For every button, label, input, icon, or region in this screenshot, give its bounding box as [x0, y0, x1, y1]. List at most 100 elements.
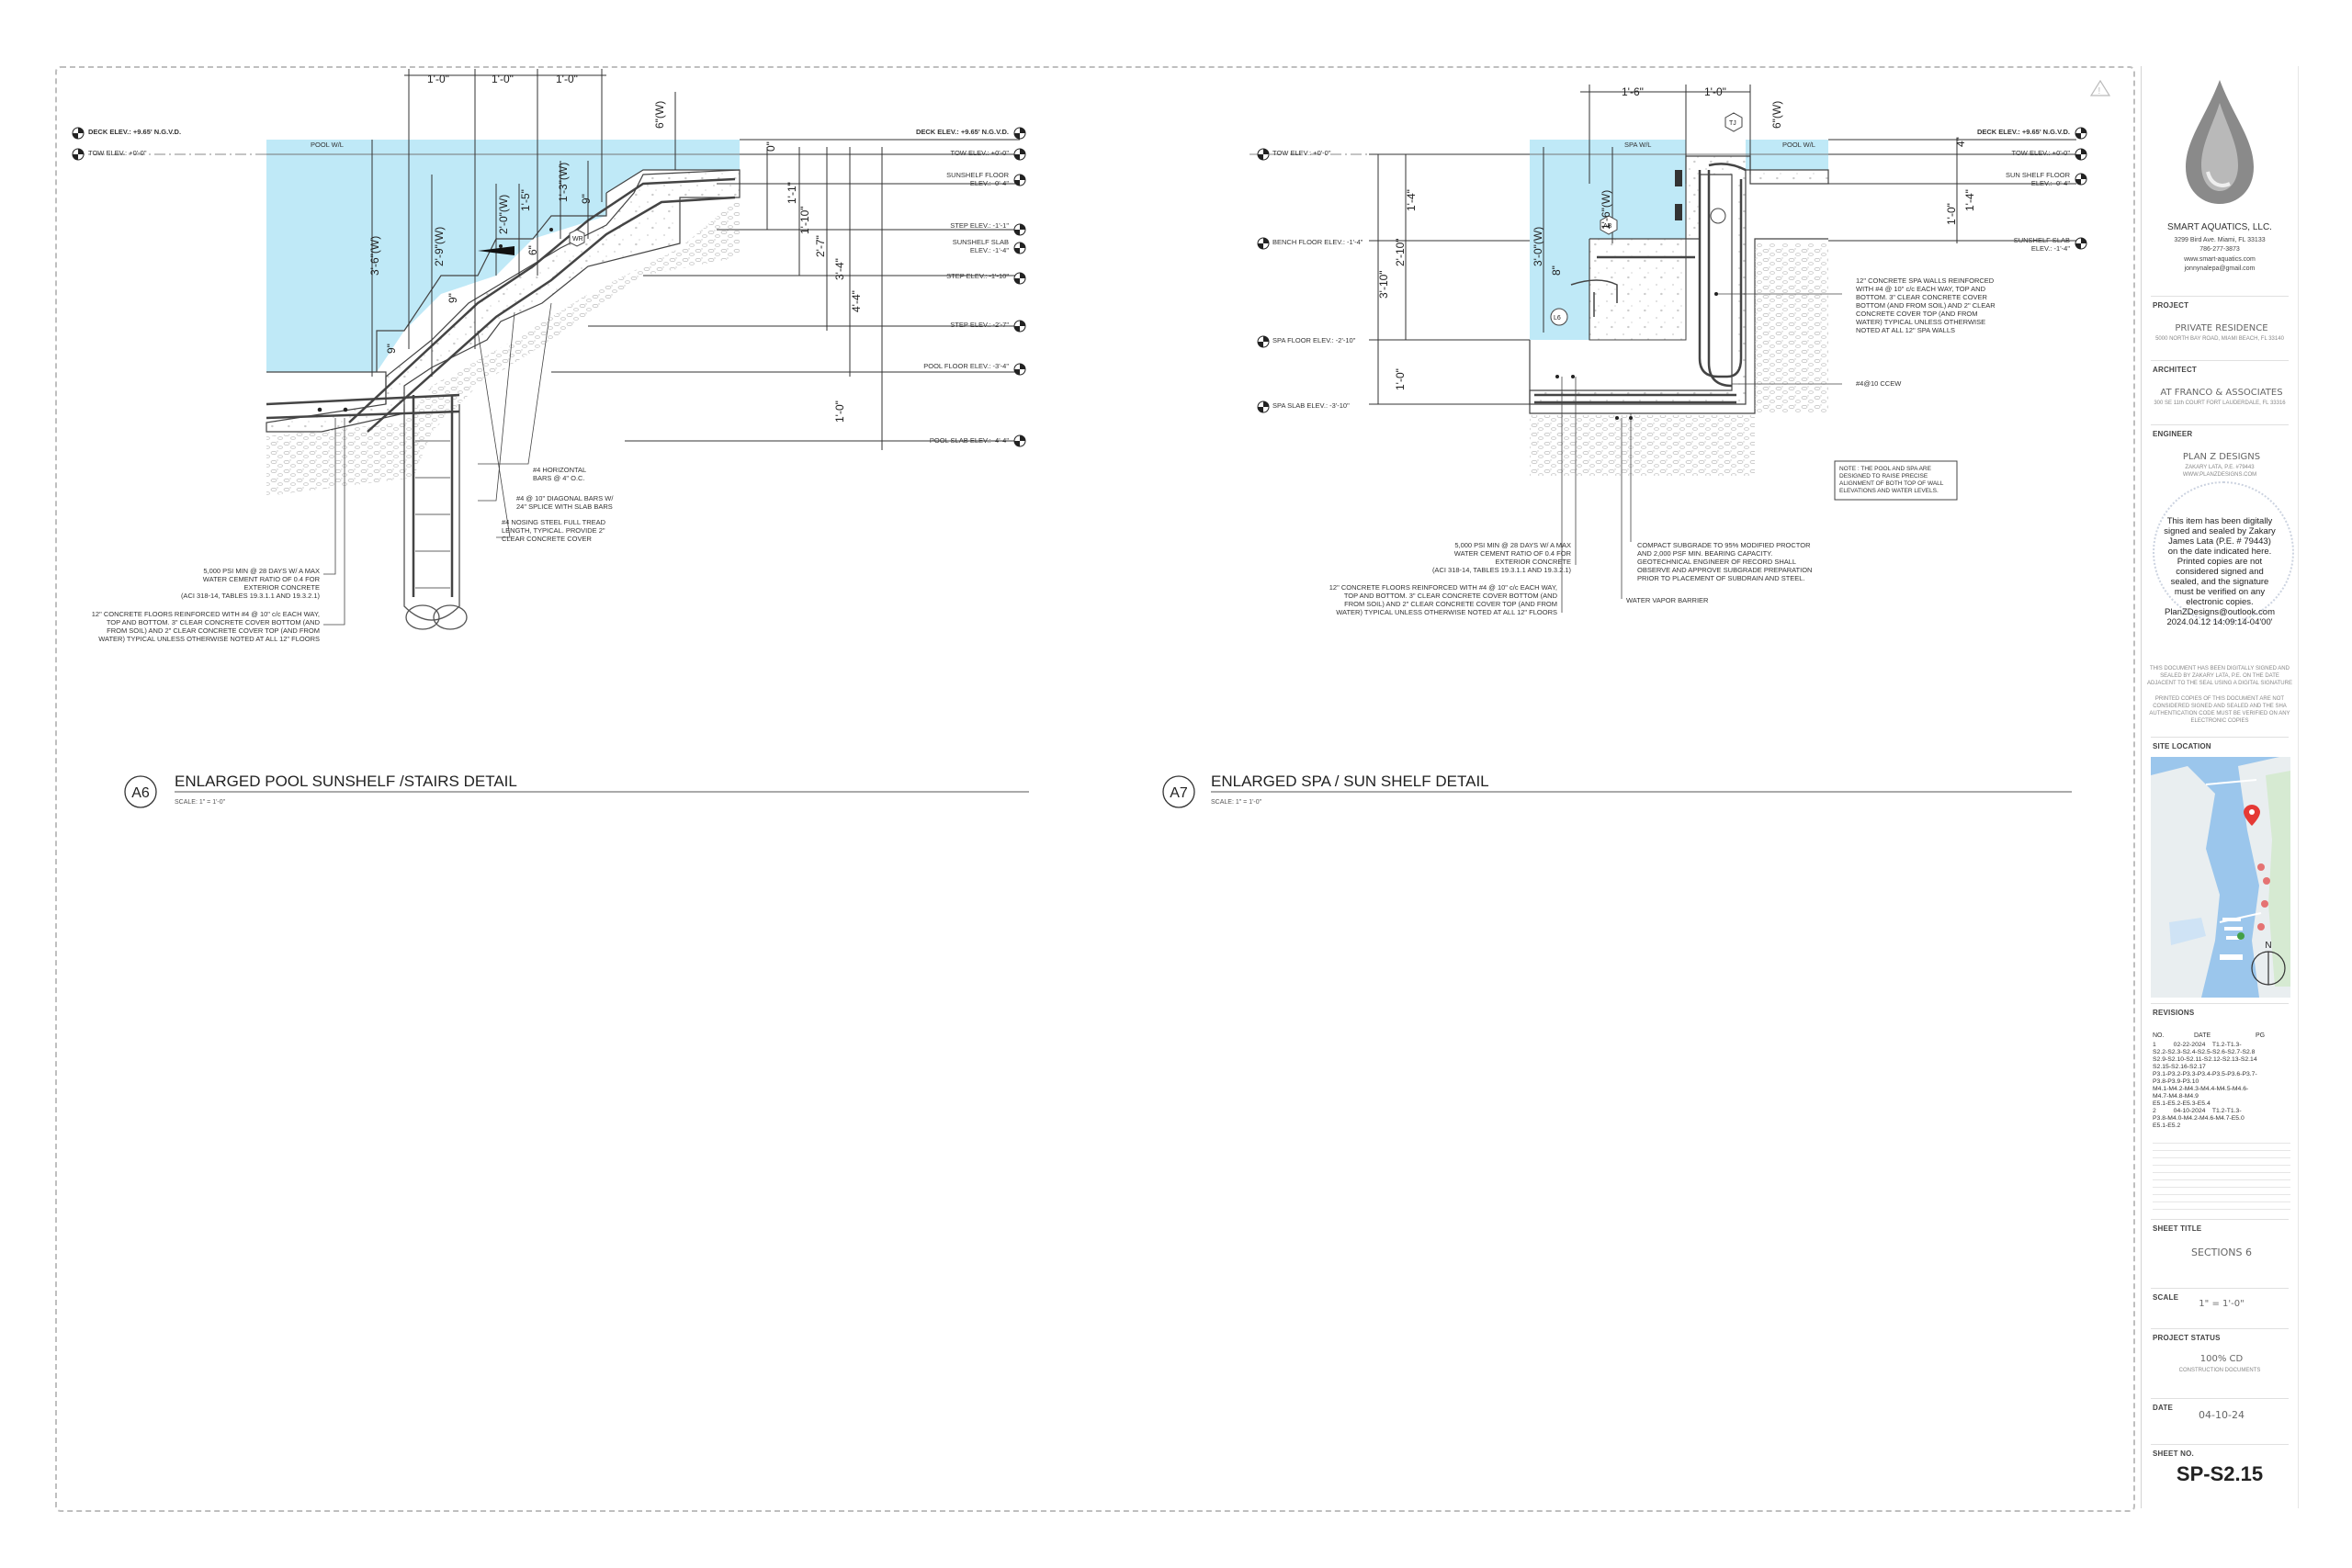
disclaimer-line: PRINTED COPIES OF THIS DOCUMENT ARE NOT — [2154, 696, 2285, 702]
project-name: PRIVATE RESIDENCE — [2175, 323, 2268, 333]
a6-title: ENLARGED POOL SUNSHELF /STAIRS DETAIL — [175, 773, 517, 790]
a6-tow-elev-left: TOW ELEV.: +0'-0" — [88, 149, 147, 157]
a6-dim-1-5: 1'-5" — [519, 189, 532, 211]
a6-step-3: STEP ELEV.: -2'-7" — [950, 321, 1009, 329]
map-poi-icon — [2237, 863, 2270, 940]
a7-dim-r4: 4" — [1954, 137, 1967, 147]
a7-note-spa-walls-3: BOTTOM. 3" CLEAR CONCRETE COVER — [1856, 293, 1988, 301]
rev-no-header: NO. — [2153, 1032, 2165, 1039]
map-pin-icon — [2244, 805, 2260, 826]
project-status-sub: CONSTRUCTION DOCUMENTS — [2178, 1368, 2261, 1373]
a6-dim-1-0: 1'-0" — [833, 400, 846, 423]
disclaimer-line: SEALED BY ZAKARY LATA, P.E. ON THE DATE — [2160, 673, 2279, 679]
site-location-map: N — [2151, 757, 2290, 998]
a7-note-box-1: NOTE : THE POOL AND SPA ARE — [1839, 466, 1932, 472]
disclaimer-line: ADJACENT TO THE SEAL USING A DIGITAL SIG… — [2147, 681, 2292, 686]
a6-note-psi-1: 5,000 PSI MIN @ 28 DAYS W/ A MAX — [203, 567, 320, 575]
a7-spa-wl: SPA W/L — [1624, 141, 1651, 149]
sheet-title: SECTIONS 6 — [2191, 1247, 2252, 1258]
a7-dim-r1-4: 1'-4" — [1963, 189, 1976, 211]
revision-line: M4.1-M4.2-M4.3-M4.4-M4.5-M4.6- — [2153, 1086, 2249, 1092]
a7-spa-slab: SPA SLAB ELEV.: -3'-10" — [1272, 401, 1350, 410]
revision-line: E5.1-E5.2 — [2153, 1122, 2181, 1129]
a7-dim-3-0: 3'-0"(W) — [1532, 227, 1544, 266]
signature-line: James Lata (P.E. # 79443) — [2168, 536, 2271, 547]
north-arrow-icon: N — [2251, 941, 2286, 986]
sheet-border — [55, 66, 2135, 1512]
company-phone: 786-277-3873 — [2199, 246, 2240, 253]
a7-spa-floor: SPA FLOOR ELEV.: -2'-10" — [1272, 336, 1356, 344]
company-address: 3299 Bird Ave. Miami, FL 33133 — [2174, 237, 2266, 243]
title-block: SMART AQUATICS, LLC. 3299 Bird Ave. Miam… — [2141, 66, 2299, 1508]
a7-note-vapor: WATER VAPOR BARRIER — [1626, 596, 1709, 604]
a6-dim-3-4: 3'-4" — [833, 258, 846, 280]
pool-water — [266, 140, 740, 372]
a7-note-subgrade-2: AND 2,000 PSF MIN. BEARING CAPACITY. — [1637, 549, 1772, 558]
a7-note-floors-1: 12" CONCRETE FLOORS REINFORCED WITH #4 @… — [1329, 583, 1557, 592]
a6-note-floors-3: FROM SOIL) AND 2" CLEAR CONCRETE COVER T… — [107, 626, 320, 635]
a7-sunshelf-slab-1: SUNSHELF SLAB — [2014, 236, 2070, 244]
a6-sunshelf-floor-1: SUNSHELF FLOOR — [946, 171, 1010, 179]
a6-dim-4-4: 4'-4" — [850, 290, 863, 312]
site-location-label: SITE LOCATION — [2153, 742, 2211, 750]
a6-dim-top-v: 6"(W) — [653, 101, 666, 129]
elevation-marker — [72, 148, 85, 161]
revision-line: S2.15-S2.16-S2.17 — [2153, 1064, 2206, 1070]
signature-line: sealed, and the signature — [2170, 577, 2269, 587]
a7-sun-shelf-floor-1: SUN SHELF FLOOR — [2006, 171, 2071, 179]
revision-line: M4.7-M4.8-M4.9 — [2153, 1093, 2199, 1100]
a6-sunshelf-slab-1: SUNSHELF SLAB — [953, 238, 1009, 246]
company-email: jonnynalepa@gmail.com — [2184, 265, 2256, 272]
signature-line: This item has been digitally — [2166, 516, 2273, 526]
a6-step-2: STEP ELEV.: -1'-10" — [946, 272, 1009, 280]
a7-note-psi-4: (ACI 318-14, TABLES 19.3.1.1 AND 19.3.2.… — [1432, 566, 1572, 574]
scale-value: 1" = 1'-0" — [2199, 1299, 2245, 1309]
a7-note-box-4: ELEVATIONS AND WATER LEVELS. — [1839, 488, 1939, 494]
sheet-number: SP-S2.15 — [2176, 1462, 2264, 1485]
a6-dim-9a: 9" — [580, 194, 593, 204]
a6-dim-top1: 1'-0" — [427, 73, 449, 85]
a6-note-nosing-1: #4 NOSING STEEL FULL TREAD — [502, 518, 606, 526]
a7-tag: A7 — [1170, 785, 1188, 801]
date-label: DATE — [2153, 1404, 2173, 1412]
scale-label: SCALE — [2153, 1293, 2179, 1302]
svg-text:!: ! — [2098, 86, 2101, 96]
elevation-marker — [72, 127, 85, 140]
a6-dim-6: 6" — [526, 245, 539, 255]
a6-note-diagonal-2: 24" SPLICE WITH SLAB BARS — [516, 502, 613, 511]
architect-name: AT FRANCO & ASSOCIATES — [2160, 388, 2283, 398]
revision-rows — [2153, 1136, 2290, 1210]
a7-sun-shelf-floor-2: ELEV.: -0'-4" — [2031, 179, 2071, 187]
a6-dim-0: 0" — [764, 141, 777, 152]
a7-note-spa-walls-2: WITH #4 @ 10" c/c EACH WAY, TOP AND — [1856, 285, 1986, 293]
a7-note-box-3: ALIGNMENT OF BOTH TOP OF WALL — [1839, 480, 1944, 487]
sheet-no-label: SHEET NO. — [2153, 1450, 2194, 1458]
a6-note-diagonal-1: #4 @ 10" DIAGONAL BARS W/ — [516, 494, 614, 502]
a7-note-spa-walls-1: 12" CONCRETE SPA WALLS REINFORCED — [1856, 276, 1995, 285]
a6-pool-wl: POOL W/L — [311, 141, 344, 149]
a7-tag-circle — [1162, 775, 1195, 808]
a6-tag-circle — [124, 775, 157, 808]
pool-concrete-section — [266, 169, 741, 433]
engineer-name: PLAN Z DESIGNS — [2182, 452, 2261, 462]
signature-line: must be verified on any — [2174, 587, 2266, 597]
a6-note-floors-2: TOP AND BOTTOM. 3" CLEAR CONCRETE COVER … — [107, 618, 321, 626]
a7-dim-r1-0: 1'-0" — [1945, 203, 1958, 225]
company-web: www.smart-aquatics.com — [2184, 256, 2256, 263]
a7-note-box-2: DESIGNED TO RAISE PRECISE — [1839, 473, 1928, 479]
a7-note-spa-walls-5: CONCRETE COVER TOP (AND FROM — [1856, 310, 1978, 318]
revision-line: 1 02-22-2024 T1.2-T1.3- — [2153, 1042, 2242, 1048]
a6-note-horizontal-2: BARS @ 4" O.C. — [533, 474, 585, 482]
a7-note-subgrade-4: OBSERVE AND APPROVE SUBGRADE PREPARATION — [1637, 566, 1812, 574]
a6-deck-elev: DECK ELEV.: +9.65' N.G.V.D. — [916, 128, 1009, 136]
a6-note-floors-4: WATER) TYPICAL UNLESS OTHERWISE NOTED AT… — [98, 635, 320, 643]
detail-a7-drawing: TOW ELEV.: +0'-0" BENCH FLOOR ELEV.: -1'… — [1162, 85, 2087, 808]
revision-line: S2.2-S2.3-S2.4-S2.5-S2.6-S2.7-S2.8 — [2153, 1049, 2256, 1055]
a6-pool-floor: POOL FLOOR ELEV.: -3'-4" — [923, 362, 1009, 370]
disclaimer-line: THIS DOCUMENT HAS BEEN DIGITALLY SIGNED … — [2150, 666, 2290, 671]
project-label: PROJECT — [2153, 301, 2189, 310]
a6-dim-1-1: 1'-1" — [786, 182, 798, 204]
spa-water — [1530, 140, 1686, 340]
